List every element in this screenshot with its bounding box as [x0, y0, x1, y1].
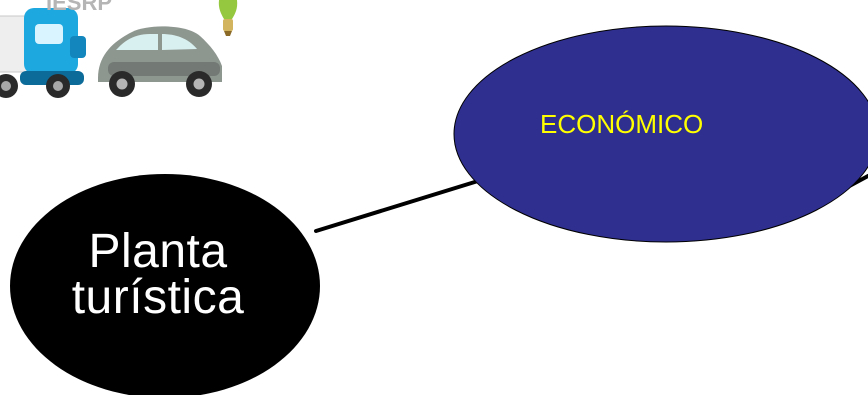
node-economico: [453, 25, 868, 243]
logo-group: IESRP: [0, 0, 268, 104]
lightbulb-icon: [218, 0, 238, 36]
logo-text: IESRP: [46, 0, 112, 15]
car-icon: [98, 26, 222, 97]
connector-planta-economico: [314, 179, 480, 233]
node-planta-turistica: [10, 174, 320, 395]
truck-icon: [0, 8, 86, 98]
